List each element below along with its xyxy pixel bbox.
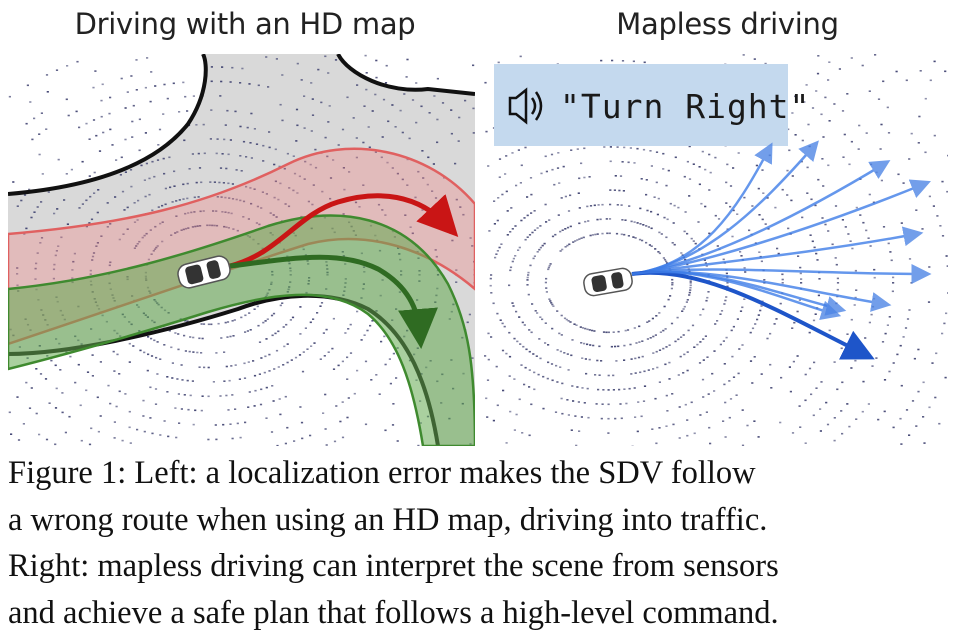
plan-trajectory — [631, 270, 847, 316]
car-icon — [177, 255, 231, 289]
figure-caption: Figure 1: Left: a localization error mak… — [8, 450, 958, 636]
hd-map-panel — [8, 54, 475, 446]
command-box: "Turn Right" — [494, 64, 810, 146]
wrong-route-arrow — [229, 193, 459, 269]
mapless-illustration: "Turn Right" — [484, 54, 948, 446]
caption-line: Figure 1: Left: a localization error mak… — [8, 455, 756, 491]
car-icon — [583, 267, 633, 297]
caption-line: a wrong route when using an HD map, driv… — [8, 501, 768, 538]
left-panel-title: Driving with an HD map — [74, 7, 416, 41]
command-text: "Turn Right" — [560, 87, 810, 126]
map-boundary-top-right — [336, 54, 475, 96]
plan-trajectories — [631, 140, 932, 360]
caption-line: Right: mapless driving can interpret the… — [8, 548, 779, 584]
right-panel-title: Mapless driving — [616, 7, 839, 41]
hd-map-illustration — [8, 54, 475, 446]
speaker-icon — [508, 87, 543, 125]
mapless-panel: "Turn Right" — [484, 54, 948, 446]
correct-route-arrow — [229, 254, 438, 349]
map-boundary-top-left — [8, 54, 208, 196]
lidar-points — [484, 54, 948, 446]
caption-line: and achieve a safe plan that follows a h… — [8, 594, 779, 631]
